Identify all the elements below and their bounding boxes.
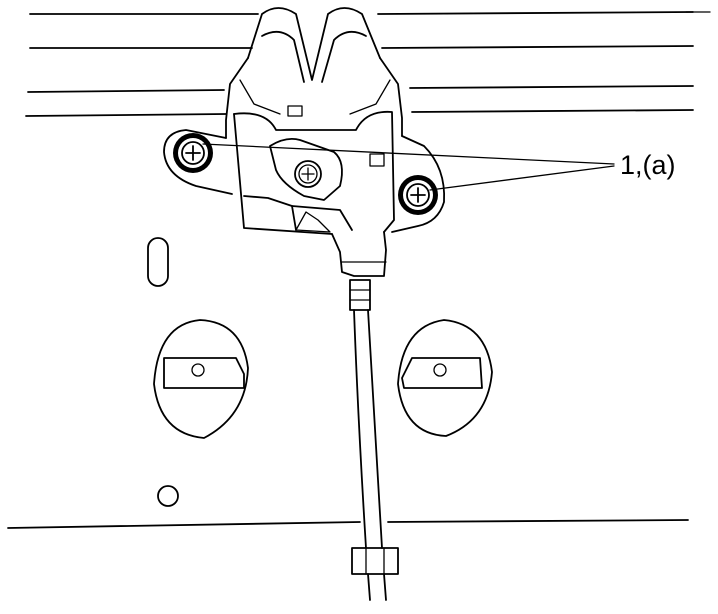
bolt-right: [398, 175, 438, 215]
release-cable: [349, 279, 399, 601]
bolt-left: [173, 133, 213, 173]
centre-screw: [294, 160, 322, 188]
panel-holes: [147, 237, 493, 507]
bolt-callout-label: 1,(a): [620, 150, 676, 180]
body-panel-lines: [7, 11, 711, 529]
callout-leaders: [202, 143, 615, 191]
